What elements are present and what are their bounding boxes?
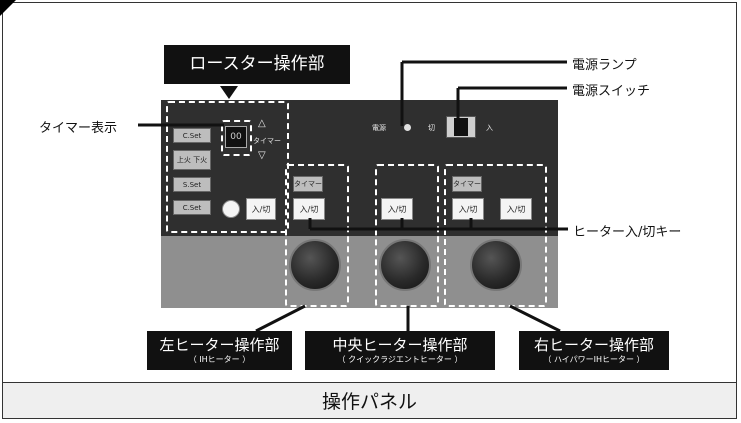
right-heater-outline [444,164,547,307]
right-heater-label: 右ヒーター操作部 （ ハイパワーIHヒーター ） [519,331,669,370]
power-lamp [404,124,411,131]
center-onoff-button: 入/切 [381,198,413,220]
timer-display-outline [221,120,252,156]
timer-display-callout: タイマー表示 [39,121,118,136]
roaster-dial-icon [222,200,240,218]
left-timer-button: タイマー [293,176,323,192]
right-timer-button: タイマー [452,176,482,192]
roaster-section-title: ロースター操作部 [189,54,325,74]
switch-on-label: 入 [486,124,493,132]
left-heater-leader-line [255,304,306,333]
center-heater-subtitle: （ クイックラジエントヒーター ） [337,354,463,364]
roaster-button-sset: S.Set [173,177,211,192]
heater-onoff-key-callout: ヒーター入/切キー [573,225,682,240]
roaster-pointer-arrow [220,86,238,99]
center-heater-knob [379,239,431,291]
power-switch-knob [454,118,468,136]
timer-up-icon: △ [258,118,266,129]
figure-caption: 操作パネル [2,382,737,419]
left-heater-outline [285,164,349,307]
roaster-button-cset-2: C.Set [173,200,211,215]
power-label: 電源 [372,124,386,132]
right-onoff-button-2: 入/切 [500,198,532,220]
center-heater-title: 中央ヒーター操作部 [332,335,468,354]
right-heater-subtitle: （ ハイパワーIHヒーター ） [543,354,645,364]
center-heater-label: 中央ヒーター操作部 （ クイックラジエントヒーター ） [305,331,495,370]
roaster-button-cset: C.Set [173,128,211,143]
left-heater-subtitle: （ IHヒーター ） [188,354,251,364]
power-switch-callout: 電源スイッチ [572,84,651,99]
left-heater-title: 左ヒーター操作部 [159,335,280,354]
left-heater-label: 左ヒーター操作部 （ IHヒーター ） [147,331,292,370]
power-lamp-callout: 電源ランプ [572,58,637,73]
roaster-button-fire: 上火 下火 [173,150,211,170]
timer-down-icon: ▽ [258,150,266,161]
roaster-section-label: ロースター操作部 [164,45,350,84]
switch-off-label: 切 [428,124,435,132]
left-heater-knob [289,239,341,291]
right-heater-knob [470,239,522,291]
right-onoff-button-1: 入/切 [452,198,484,220]
right-heater-title: 右ヒーター操作部 [533,335,654,354]
roaster-onoff-button: 入/切 [246,198,276,220]
right-heater-leader-line [509,304,561,333]
timer-display: 00 [225,126,247,148]
timer-label: タイマー [253,137,281,145]
roaster-area-outline [166,101,289,233]
